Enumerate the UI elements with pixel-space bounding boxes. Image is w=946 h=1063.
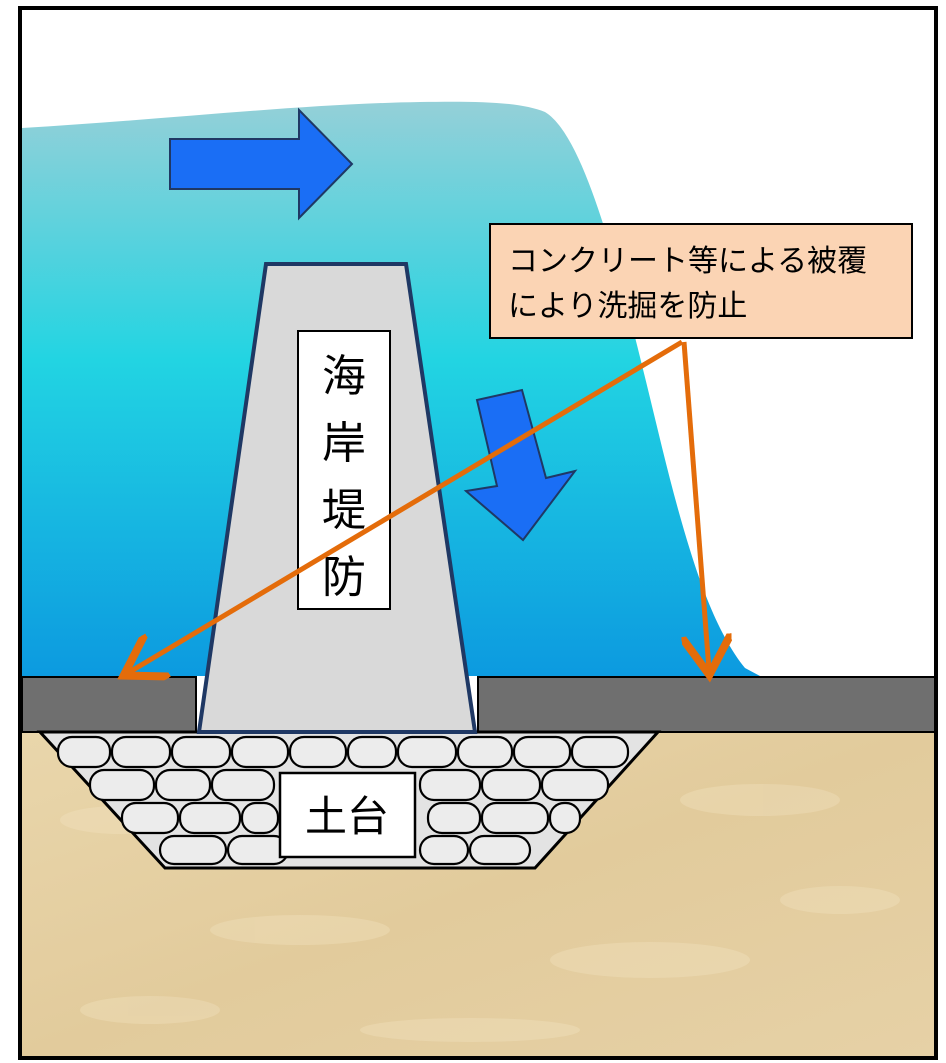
seawall-label-char-3: 堤 (322, 485, 366, 536)
foundation-label: 土台 (305, 792, 389, 841)
leader-line-right (684, 341, 709, 670)
sand-texture (60, 784, 900, 1042)
seawall-label: 海 岸 堤 防 (322, 351, 366, 603)
cover-slab-left (21, 676, 197, 733)
seawall-label-char-2: 岸 (322, 418, 366, 469)
callout-box (489, 223, 913, 339)
callout-line-1: コンクリート等による被覆 (508, 244, 867, 279)
down-arrow-icon (463, 388, 578, 542)
diagram-frame (18, 6, 938, 1060)
leader-lines (128, 339, 709, 673)
foundation-label-box (278, 771, 417, 859)
seawall-label-char-4: 防 (322, 552, 366, 603)
seawall-label-char-1: 海 (322, 351, 366, 402)
leader-line-left (128, 339, 684, 673)
callout-line-2: により洗掘を防止 (508, 289, 747, 324)
right-arrow-icon (169, 107, 354, 221)
cover-slab-right (477, 676, 937, 733)
